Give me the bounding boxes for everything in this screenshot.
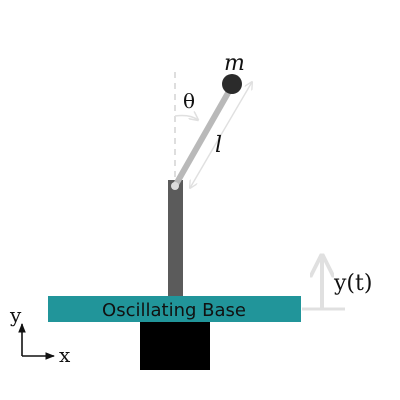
pivot-dot-icon: [171, 182, 179, 190]
axis-x-label: x: [59, 343, 71, 367]
theta-label: θ: [183, 89, 195, 113]
length-arrow-upper: [217, 82, 252, 141]
length-arrow-lower: [190, 139, 219, 188]
displacement-label-text: y(t): [333, 271, 372, 296]
pendulum-rod: [172, 83, 235, 189]
mass-label: m: [224, 51, 245, 76]
displacement-label: y(t): [333, 271, 372, 296]
axis-y-label: y: [9, 303, 22, 327]
theta-angle-arc: [174, 116, 198, 121]
length-label: l: [215, 133, 222, 158]
motor-block: [140, 318, 210, 370]
oscillating-base: [48, 296, 301, 322]
mass-ball-icon: [222, 74, 242, 94]
oscillating-base-label: Oscillating Base: [102, 300, 246, 321]
pendulum-post: [168, 180, 183, 298]
